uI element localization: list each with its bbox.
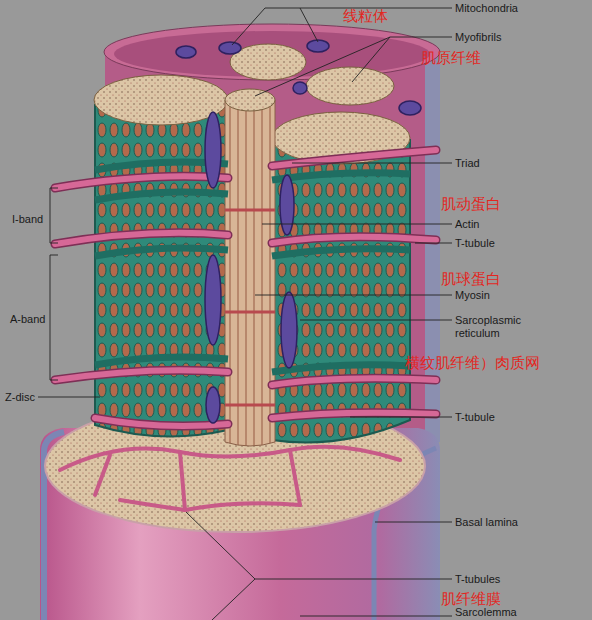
t-tubule	[55, 233, 228, 244]
annotation: 肌原纤维	[421, 50, 481, 67]
part-label: T-tubule	[455, 411, 495, 424]
band-label: Z-disc	[5, 391, 35, 404]
t-tubule-outline	[55, 150, 436, 426]
mitochondrion	[205, 112, 221, 188]
z-line	[225, 311, 275, 314]
band-label: A-band	[10, 313, 45, 326]
annotation: 线粒体	[343, 8, 388, 25]
bracket	[50, 188, 58, 243]
leader-lines	[186, 8, 452, 620]
part-label: Actin	[455, 218, 479, 231]
part-label: Basal lamina	[455, 516, 518, 529]
t-tubule	[272, 237, 436, 243]
t-tubule	[55, 233, 228, 244]
t-tubule-branch	[60, 447, 400, 470]
myofibril-cap	[94, 75, 228, 125]
myofibril	[225, 100, 275, 446]
annotation: 肌球蛋白	[441, 271, 501, 288]
sarcoplasmic-reticulum	[272, 140, 410, 443]
sarcoplasmic-reticulum	[95, 105, 228, 436]
t-tubule	[272, 150, 436, 166]
t-tubule	[55, 370, 228, 380]
leader-line	[415, 243, 452, 244]
t-tubule	[55, 370, 228, 380]
cisterna	[95, 357, 228, 365]
annotation: 肌动蛋白	[441, 196, 501, 213]
part-label: Sarcoplasmic reticulum	[455, 314, 535, 339]
t-tubule-fill	[55, 150, 436, 426]
cisterna	[95, 248, 228, 256]
z-lines	[225, 210, 275, 405]
mitochondrion	[280, 175, 294, 235]
t-tubule	[55, 176, 228, 188]
mitochondrion	[205, 255, 221, 345]
t-tubule	[272, 378, 436, 385]
mitochondrion	[176, 46, 196, 58]
t-tubules	[55, 150, 436, 426]
leader-line	[38, 397, 100, 398]
bracket	[50, 255, 58, 380]
t-tubule-branch	[95, 455, 110, 495]
t-tubule	[272, 378, 436, 385]
part-label: T-tubule	[455, 237, 495, 250]
t-tubule-branch	[180, 452, 185, 510]
annotation: 肌纤维膜	[441, 591, 501, 608]
cisterna	[272, 365, 410, 372]
part-label: Mitochondria	[455, 2, 518, 15]
leader-line	[262, 224, 452, 225]
myofibril-cap	[306, 67, 394, 105]
band-label: I-band	[12, 213, 43, 226]
leader-line	[300, 616, 452, 617]
band-brackets	[38, 188, 100, 397]
leader-line	[255, 37, 390, 96]
terminal-cisternae	[95, 162, 410, 372]
part-label: Sarcolemma	[455, 606, 517, 619]
leader-line	[300, 320, 452, 321]
myofibril-cap	[225, 89, 275, 111]
part-label: Myofibrils	[455, 31, 501, 44]
t-tubule-branch	[120, 500, 185, 510]
leader-line	[186, 512, 452, 579]
cisterna	[272, 173, 410, 180]
cross-section-tubules	[60, 447, 400, 510]
annotation: 横纹肌纤维）肉质网	[405, 355, 540, 372]
leader-line	[232, 8, 452, 45]
cisterna	[95, 192, 228, 200]
cisterna	[272, 249, 410, 256]
leader-line	[255, 295, 452, 296]
leader-line	[292, 163, 452, 164]
part-label: Triad	[455, 157, 480, 170]
mitochondrion	[219, 42, 241, 54]
leader-line	[212, 579, 255, 620]
z-line	[225, 209, 275, 212]
sarcolemma-rim	[104, 24, 440, 80]
mitochondrion	[293, 82, 307, 94]
leader-line	[300, 8, 318, 42]
leader-line	[375, 522, 452, 523]
part-label: T-tubules	[455, 573, 500, 586]
t-tubule-branch	[185, 503, 300, 510]
z-line	[225, 404, 275, 407]
t-tubule	[55, 176, 228, 188]
t-tubule	[272, 237, 436, 243]
mitochondrion	[399, 101, 421, 115]
t-tubule	[272, 150, 436, 166]
leader-line	[350, 417, 452, 418]
mitochondrion	[281, 292, 297, 368]
mitochondria	[176, 40, 421, 423]
part-label: Myosin	[455, 289, 490, 302]
t-tubule-branch	[290, 450, 300, 505]
mitochondrion	[206, 387, 220, 423]
